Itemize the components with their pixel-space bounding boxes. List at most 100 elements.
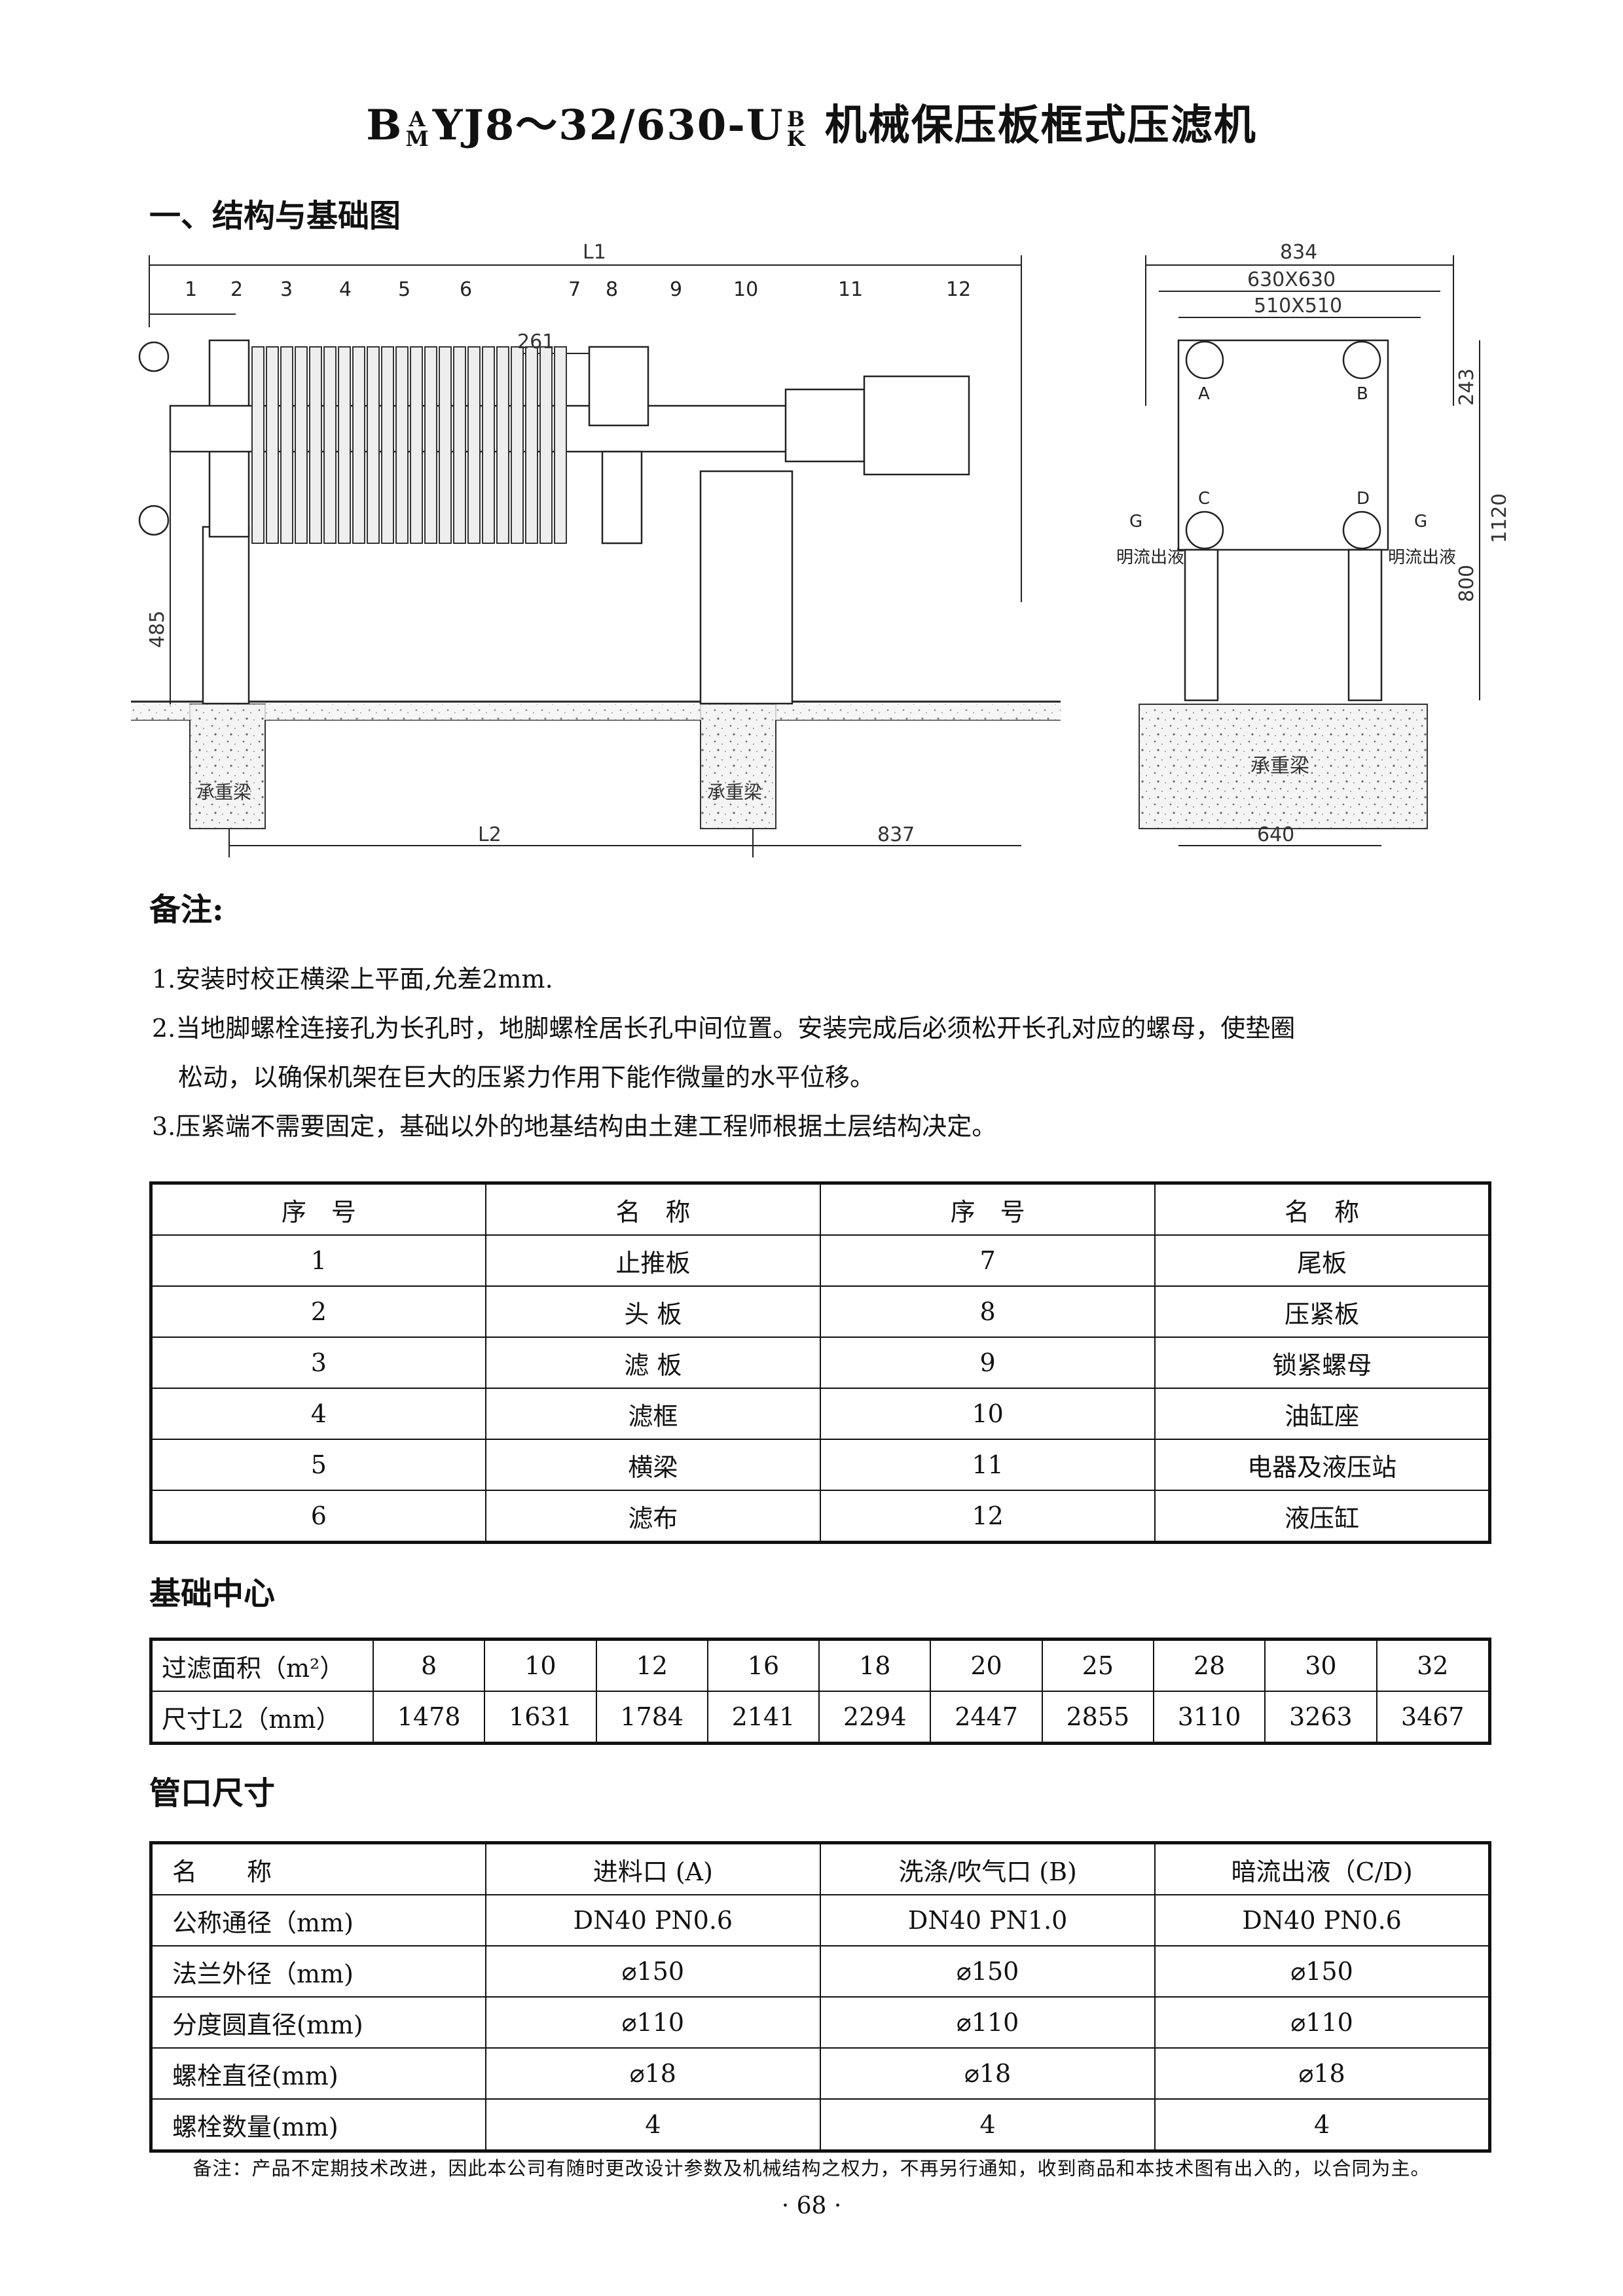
dim-L1: L1 — [583, 241, 606, 264]
table-cell: 尾板 — [1154, 1234, 1491, 1287]
callout-10: 10 — [733, 278, 758, 301]
header-cell: 洗涤/吹气口 (B) — [819, 1842, 1156, 1895]
beam-label-right: 承重梁 — [707, 781, 762, 803]
header-cell: 暗流出液（C/D) — [1154, 1842, 1491, 1895]
table-cell: 9 — [819, 1336, 1156, 1389]
dim-800: 800 — [1455, 565, 1478, 602]
table-cell: DN40 PN0.6 — [1154, 1894, 1491, 1946]
callout-3: 3 — [280, 278, 293, 301]
table-cell: 4 — [1154, 2098, 1491, 2152]
g-label-right: G — [1414, 512, 1427, 531]
header-cell: 进料口 (A) — [484, 1842, 822, 1895]
table-cell: 压紧板 — [1154, 1285, 1491, 1338]
table-cell: 25 — [1041, 1638, 1154, 1692]
callout-6: 6 — [460, 278, 472, 301]
liquid-label-left: 明流出液 — [1116, 548, 1184, 567]
table-cell: DN40 PN1.0 — [819, 1894, 1156, 1946]
callout-2: 2 — [230, 278, 243, 301]
note-2-continued: 松动，以确保机架在巨大的压紧力作用下能作微量的水平位移。 — [178, 1063, 875, 1092]
table-cell: 18 — [818, 1638, 932, 1692]
g-label-left: G — [1129, 512, 1142, 531]
table-row: 2 头 板 8 压紧板 — [150, 1285, 1491, 1338]
dim-243: 243 — [1455, 368, 1478, 406]
table-cell: 10 — [819, 1388, 1156, 1440]
table-cell: 6 — [150, 1490, 486, 1543]
table-cell: 2 — [150, 1285, 486, 1338]
table-cell: 20 — [930, 1638, 1043, 1692]
table-cell: ⌀110 — [819, 1996, 1156, 2049]
callout-4: 4 — [339, 278, 352, 301]
callout-8: 8 — [606, 278, 618, 301]
header-cell: 名 称 — [1154, 1182, 1491, 1236]
row-label-l2: 尺寸L2（mm） — [150, 1691, 374, 1744]
table-row: 尺寸L2（mm） 1478 1631 1784 2141 2294 2447 2… — [150, 1691, 1491, 1744]
table-cell: 电器及液压站 — [1154, 1439, 1491, 1491]
base-center-heading: 基础中心 — [149, 1575, 276, 1612]
table-header-row: 序 号 名 称 序 号 名 称 — [150, 1182, 1491, 1236]
table-cell: 2855 — [1041, 1691, 1154, 1744]
table-row: 1 止推板 7 尾板 — [150, 1234, 1491, 1287]
table-cell: 10 — [484, 1638, 597, 1692]
table-cell: ⌀150 — [819, 1945, 1156, 1998]
header-cell: 名 称 — [150, 1842, 486, 1895]
table-cell: ⌀150 — [484, 1945, 822, 1998]
table-cell: 1631 — [484, 1691, 597, 1744]
page-number: · 68 · — [781, 2193, 842, 2219]
dim-510: 510X510 — [1254, 295, 1342, 317]
table-cell: 3110 — [1152, 1691, 1266, 1744]
table-cell: 螺栓直径(mm) — [150, 2047, 486, 2100]
header-cell: 序 号 — [819, 1182, 1156, 1236]
table-cell: ⌀18 — [1154, 2047, 1491, 2100]
dim-1120: 1120 — [1488, 493, 1506, 543]
table-cell: 滤布 — [484, 1490, 822, 1543]
table-row: 5 横梁 11 电器及液压站 — [150, 1439, 1491, 1491]
table-cell: 4 — [150, 1388, 486, 1440]
table-cell: 2141 — [706, 1691, 820, 1744]
dim-261: 261 — [517, 331, 555, 353]
foundation-side — [1139, 704, 1428, 829]
table-cell: ⌀150 — [1154, 1945, 1491, 1998]
table-cell: 螺栓数量(mm) — [150, 2098, 486, 2152]
table-cell: 5 — [150, 1439, 486, 1491]
table-row: 分度圆直径(mm) ⌀110 ⌀110 ⌀110 — [150, 1996, 1491, 2049]
beam-label-left: 承重梁 — [196, 781, 251, 803]
table-cell: 2294 — [818, 1691, 932, 1744]
table-cell: ⌀18 — [484, 2047, 822, 2100]
header-cell: 序 号 — [150, 1182, 486, 1236]
table-cell: ⌀18 — [819, 2047, 1156, 2100]
table-cell: 3263 — [1264, 1691, 1377, 1744]
table-row: 6 滤布 12 液压缸 — [150, 1490, 1491, 1543]
foundation-left — [189, 704, 266, 829]
table-cell: 11 — [819, 1439, 1156, 1491]
beam-label-side: 承重梁 — [1250, 755, 1309, 778]
port-letter-c: C — [1198, 489, 1210, 509]
structure-drawing: 承重梁 承重梁 L1 225 261 485 L2 837 1 2 3 — [131, 241, 1506, 857]
table-row: 4 滤框 10 油缸座 — [150, 1388, 1491, 1440]
table-cell: 12 — [595, 1638, 708, 1692]
section-heading-structure: 一、结构与基础图 — [149, 198, 401, 234]
port-letter-a: A — [1198, 384, 1210, 404]
base-center-table: 过滤面积（m²） 8 10 12 16 18 20 25 28 30 32 尺寸… — [149, 1638, 1491, 1745]
table-cell: 滤框 — [484, 1388, 822, 1440]
table-cell: 油缸座 — [1154, 1388, 1491, 1440]
row-label-area: 过滤面积（m²） — [150, 1638, 374, 1692]
table-cell: 1478 — [372, 1691, 486, 1744]
callout-11: 11 — [838, 278, 863, 301]
table-cell: 法兰外径（mm) — [150, 1945, 486, 1998]
table-cell: 横梁 — [484, 1439, 822, 1491]
foundation-right — [700, 704, 776, 829]
dim-630: 630X630 — [1247, 268, 1336, 291]
ports-heading: 管口尺寸 — [149, 1775, 276, 1812]
dim-L2: L2 — [478, 823, 501, 846]
table-cell: 2447 — [930, 1691, 1043, 1744]
table-row: 3 滤 板 9 锁紧螺母 — [150, 1336, 1491, 1389]
note-3: 3.压紧端不需要固定，基础以外的地基结构由土建工程师根据土层结构决定。 — [152, 1112, 997, 1141]
callout-7: 7 — [568, 278, 581, 301]
table-cell: 4 — [819, 2098, 1156, 2152]
table-cell: 8 — [819, 1285, 1156, 1338]
table-cell: 4 — [484, 2098, 822, 2152]
table-cell: 16 — [706, 1638, 820, 1692]
port-letter-d: D — [1357, 489, 1370, 509]
